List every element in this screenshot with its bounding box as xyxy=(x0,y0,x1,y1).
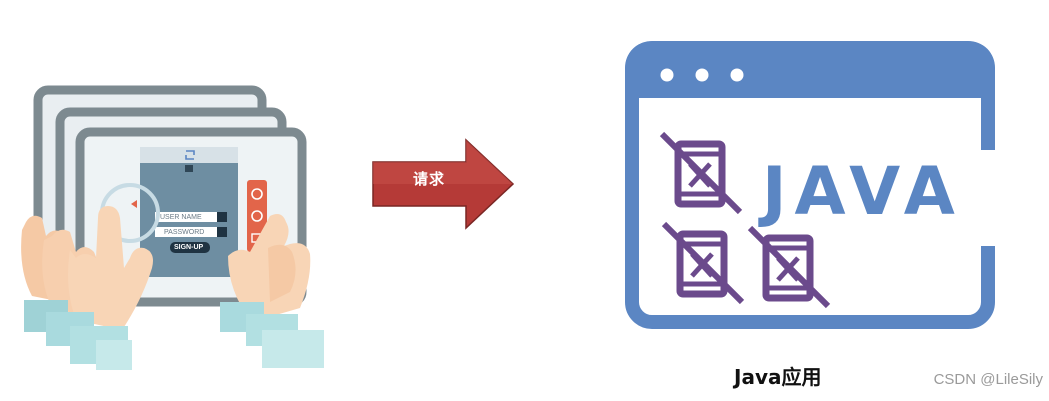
login-screen-header xyxy=(140,147,238,163)
signup-button xyxy=(170,242,210,253)
screen-icon xyxy=(185,165,193,172)
window-dot-icon xyxy=(660,68,674,82)
right-hands xyxy=(220,214,324,368)
refresh-icon xyxy=(185,150,195,160)
watermark: CSDN @LileSily xyxy=(933,371,1043,388)
java-logo-text: JAVA xyxy=(762,153,963,230)
request-arrow xyxy=(372,138,515,230)
signup-label: SIGN-UP xyxy=(174,244,204,251)
container-icon xyxy=(659,131,743,215)
java-app-window xyxy=(625,41,1001,329)
password-field xyxy=(155,227,217,237)
window-dot-icon xyxy=(730,68,744,82)
frame-gap xyxy=(975,150,1001,246)
tablet-devices-illustration xyxy=(21,85,324,370)
clock-icon xyxy=(251,210,263,222)
username-placeholder: USER NAME xyxy=(160,214,202,221)
touch-marker-icon xyxy=(131,200,137,208)
java-app-caption: Java应用 xyxy=(734,365,822,389)
username-field-button xyxy=(217,212,227,222)
username-field xyxy=(155,212,217,222)
container-icon xyxy=(747,225,831,309)
window-dot-icon xyxy=(695,68,709,82)
password-field-button xyxy=(217,227,227,237)
window-title-bar xyxy=(625,41,995,98)
password-placeholder: PASSWORD xyxy=(164,229,205,236)
sync-icon xyxy=(251,188,263,200)
request-arrow-label: 请求 xyxy=(412,170,445,188)
container-icon xyxy=(661,221,745,305)
left-hands xyxy=(21,206,153,370)
